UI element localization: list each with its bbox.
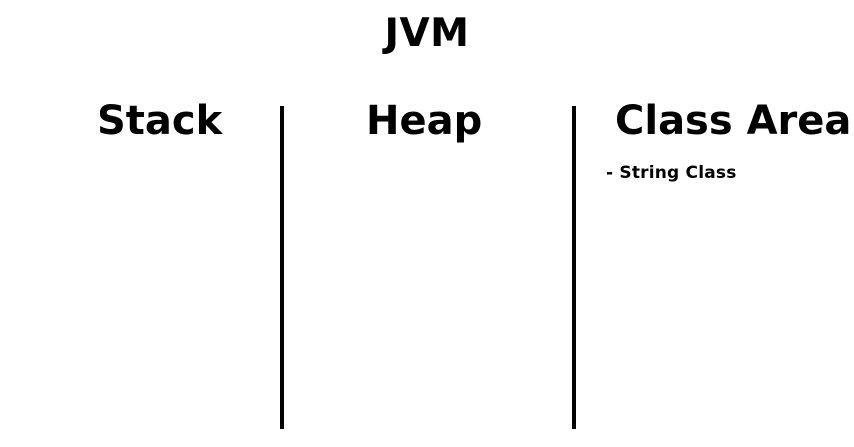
column-header-stack: Stack <box>97 98 223 144</box>
column-stack: Stack <box>97 98 222 161</box>
diagram-title: JVM <box>384 11 470 56</box>
class-area-item-string-class: - String Class <box>606 163 737 184</box>
column-divider-stack-heap <box>280 106 284 429</box>
column-divider-heap-class-area <box>572 106 576 429</box>
column-header-heap: Heap <box>366 98 483 144</box>
column-header-class-area: Class Area <box>615 98 852 144</box>
column-heap: Heap <box>366 98 482 161</box>
column-class-area: Class Area - String Class <box>606 98 852 187</box>
column-items-class-area: - String Class <box>606 161 851 187</box>
